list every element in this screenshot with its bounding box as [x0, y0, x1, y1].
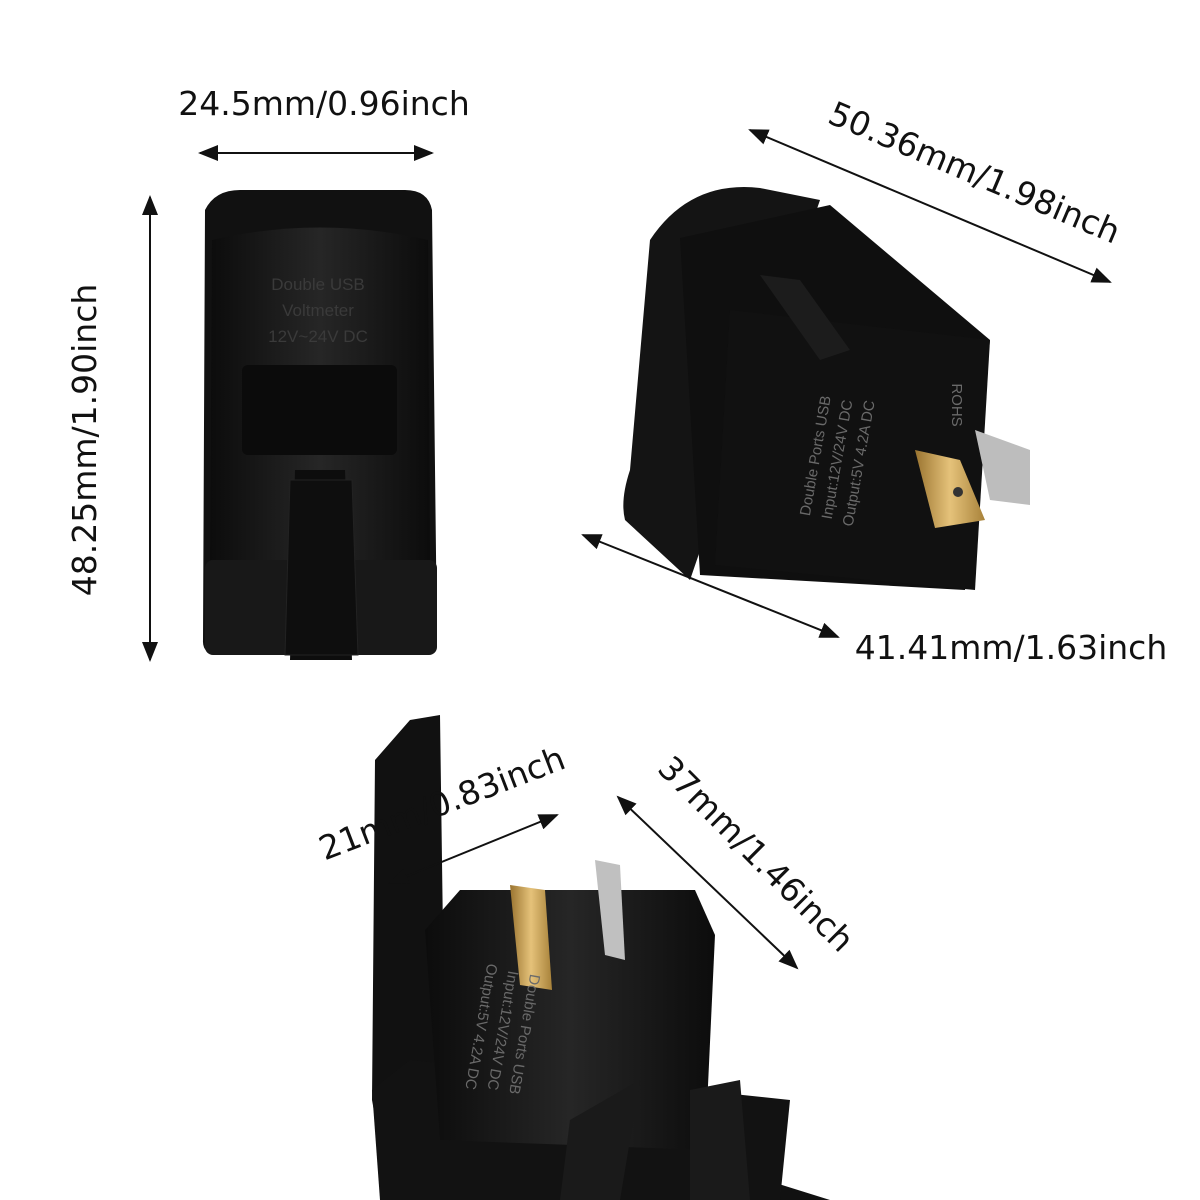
bottom-depth-arrow — [616, 795, 799, 970]
side-length-arrow — [748, 129, 1112, 283]
front-view-switch: Double USB Voltmeter 12V~24V DC — [202, 190, 437, 660]
front-width-label: 24.5mm/0.96inch — [178, 84, 470, 123]
front-label-line-2: Voltmeter — [282, 301, 354, 320]
front-height-label: 48.25mm/1.90inch — [65, 284, 104, 597]
front-label-line-3: 12V~24V DC — [268, 327, 368, 346]
bottom-width-arrow — [388, 814, 559, 884]
front-label-line-1: Double USB — [271, 275, 365, 294]
side-depth-label: 41.41mm/1.63inch — [855, 628, 1168, 667]
rohs-mark: ROHS — [948, 383, 965, 426]
bottom-width-label: 21mm/0.83inch — [314, 738, 571, 868]
side-depth-arrow — [581, 534, 840, 638]
side-view-switch: Double Ports USB Input:12V/24V DC Output… — [623, 187, 1030, 590]
side-length-label: 50.36mm/1.98inch — [823, 93, 1126, 251]
